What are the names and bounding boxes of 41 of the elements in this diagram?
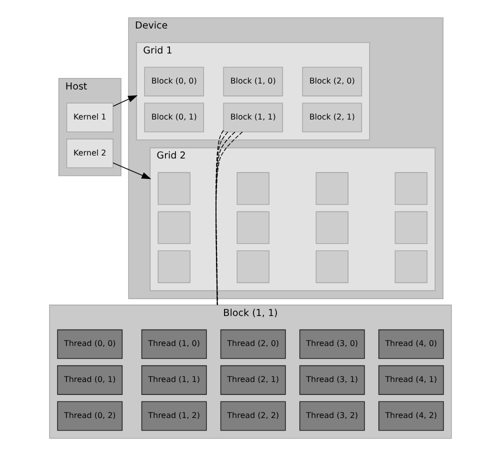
- node-box: Thread (0, 2): [56, 401, 122, 431]
- node-box: Block (1, 0): [222, 66, 283, 96]
- node-box: Thread (3, 0): [298, 329, 364, 359]
- node-box: Thread (0, 1): [56, 365, 122, 395]
- connector: [215, 132, 235, 306]
- node-box: Block (0, 1): [144, 102, 204, 132]
- node-box: Thread (3, 1): [298, 365, 364, 395]
- node-box: [157, 172, 190, 205]
- node-box: Thread (2, 1): [220, 365, 286, 395]
- node-box: [394, 211, 427, 244]
- node-box: [236, 211, 269, 244]
- node-box: Thread (4, 1): [378, 365, 444, 395]
- node-box: [315, 172, 348, 205]
- node-box: Block (2, 0): [302, 66, 362, 96]
- node-box: Kernel 1: [66, 102, 113, 132]
- node-box: Thread (3, 2): [298, 401, 364, 431]
- node-box: Thread (1, 1): [140, 365, 206, 395]
- node-box: [236, 250, 269, 284]
- node-box: Thread (1, 2): [140, 401, 206, 431]
- node-box: [394, 250, 427, 284]
- node-box: Thread (4, 2): [378, 401, 444, 431]
- node-box: Block (2, 1): [302, 102, 362, 132]
- node-box: [315, 250, 348, 284]
- node-box: Thread (1, 0): [140, 329, 206, 359]
- node-box: Thread (0, 0): [56, 329, 122, 359]
- node-box: Block (1, 1): [222, 102, 283, 132]
- cluster: Grid 2: [149, 147, 435, 292]
- node-box: Kernel 2: [66, 138, 113, 168]
- node-box: Block (0, 0): [144, 66, 204, 96]
- node-box: Thread (2, 0): [220, 329, 286, 359]
- node-box: Thread (4, 0): [378, 329, 444, 359]
- connector: [215, 130, 224, 306]
- node-box: [236, 172, 269, 205]
- node-box: Thread (2, 2): [220, 401, 286, 431]
- connector: [215, 131, 242, 306]
- node-box: [157, 211, 190, 244]
- arrow: [112, 95, 138, 107]
- node-box: [315, 211, 348, 244]
- arrow: [112, 162, 151, 180]
- node-box: [157, 250, 190, 284]
- node-box: [394, 172, 427, 205]
